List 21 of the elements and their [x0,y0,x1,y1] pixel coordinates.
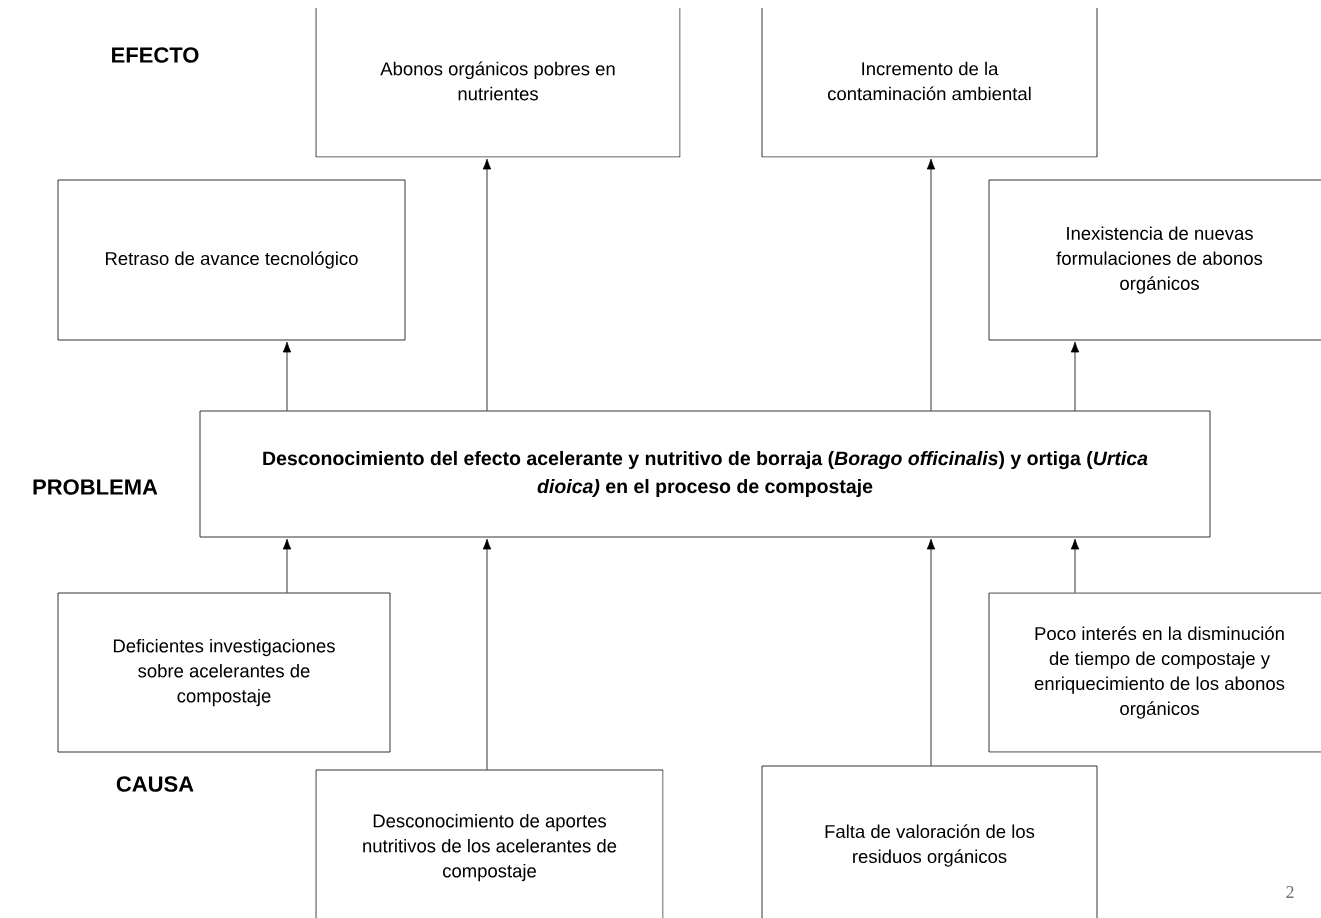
arrow [482,538,492,770]
section-heading: EFECTO [112,47,199,63]
cause-box: Desconocimiento de aportes nutritivos de los acelerantes de compostaje [315,769,664,918]
effect-box: Abonos orgánicos pobres en nutrientes [315,8,681,158]
effect-box: Retraso de avance tecnológico [57,179,406,341]
cause-box: Falta de valoración de los residuos orgánicos [761,765,1098,918]
section-heading: PROBLEMA [33,479,158,495]
cause-box: Deficientes investigaciones sobre acelerantes de compostaje [57,592,391,753]
arrow [1070,538,1080,593]
arrow [1070,341,1080,411]
effect-box: Inexistencia de nuevas formulaciones de abonos orgánicos [988,179,1321,341]
arrow [282,538,292,593]
arrow [926,158,936,411]
arrow [482,158,492,411]
section-heading: CAUSA [116,776,194,792]
effect-box: Incremento de la contaminación ambiental [761,8,1098,158]
page-number: 2 [1286,886,1294,898]
arrow [926,538,936,766]
cause-box: Poco interés en la disminución de tiempo de compostaje y enriquecimiento de los abonos orgánicos [988,592,1321,753]
problem-box: Desconocimiento del efecto acelerante y nutritivo de borraja (Borago officinalis) y ortiga (Urtica dioica) en el proceso de compostaje [199,410,1211,538]
arrow [282,341,292,411]
